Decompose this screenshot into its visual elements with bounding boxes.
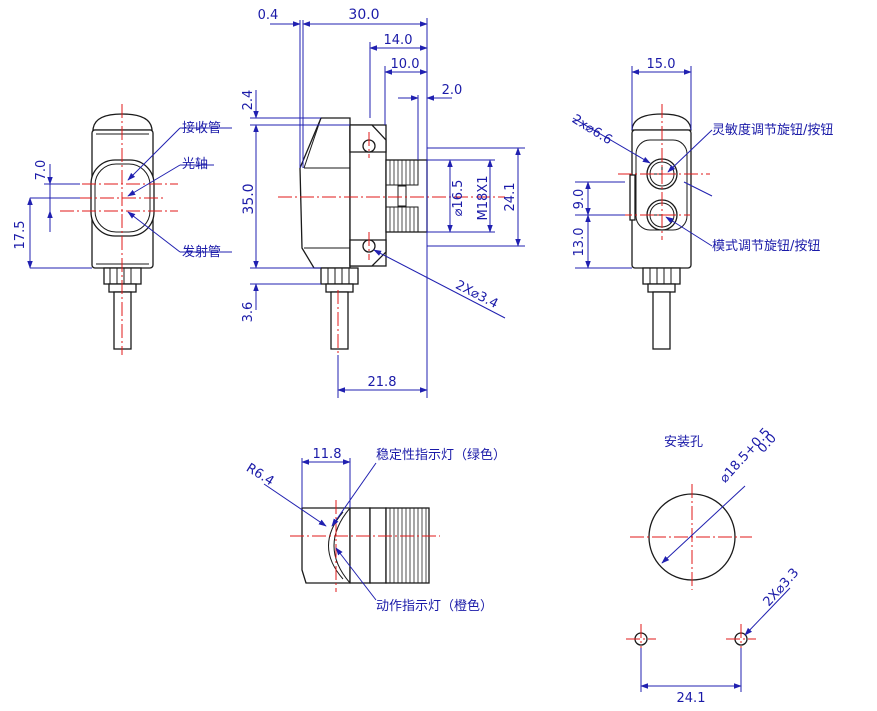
dim-3-6: 3.6 — [241, 302, 256, 323]
dim-24-1-mount: 24.1 — [677, 691, 706, 706]
dim-r6-4: R6.4 — [243, 461, 276, 489]
dim-24-1-side: 24.1 — [503, 183, 518, 212]
dim-7: 7.0 — [34, 160, 49, 181]
dim-13: 13.0 — [572, 228, 587, 257]
dim-17-5: 17.5 — [13, 221, 28, 250]
dim-m18: M18X1 — [476, 176, 491, 221]
label-emitter: 发射管 — [182, 244, 221, 260]
label-receiver: 接收管 — [182, 120, 221, 136]
mounting-holes — [626, 484, 791, 692]
label-action-led: 动作指示灯（橙色） — [376, 598, 493, 614]
dim-16-5: ⌀16.5 — [451, 180, 466, 217]
dim-9: 9.0 — [572, 189, 587, 210]
front-view — [27, 104, 232, 355]
rear-view — [572, 66, 713, 350]
top-view — [263, 458, 440, 601]
dim-2: 2.0 — [442, 83, 463, 98]
label-stability-led: 稳定性指示灯（绿色） — [376, 447, 506, 463]
label-optical-axis: 光轴 — [182, 157, 208, 172]
side-view — [250, 18, 525, 398]
dim-35: 35.0 — [241, 183, 257, 214]
label-mode: 模式调节旋钮/按钮 — [712, 239, 820, 254]
dim-0-4: 0.4 — [258, 8, 279, 23]
dim-10: 10.0 — [391, 57, 420, 72]
dim-30: 30.0 — [348, 7, 379, 23]
dim-6-6: 2x⌀6.6 — [569, 112, 615, 148]
dim-21-8: 21.8 — [368, 375, 397, 390]
dim-15: 15.0 — [647, 57, 676, 72]
mounting-title: 安装孔 — [664, 435, 703, 450]
label-sensitivity: 灵敏度调节旋钮/按钮 — [712, 122, 833, 138]
dim-11-8: 11.8 — [313, 447, 342, 462]
dim-hole-3-3: 2X⌀3.3 — [761, 566, 803, 610]
dim-14: 14.0 — [384, 33, 413, 48]
dim-2-4: 2.4 — [241, 90, 256, 111]
